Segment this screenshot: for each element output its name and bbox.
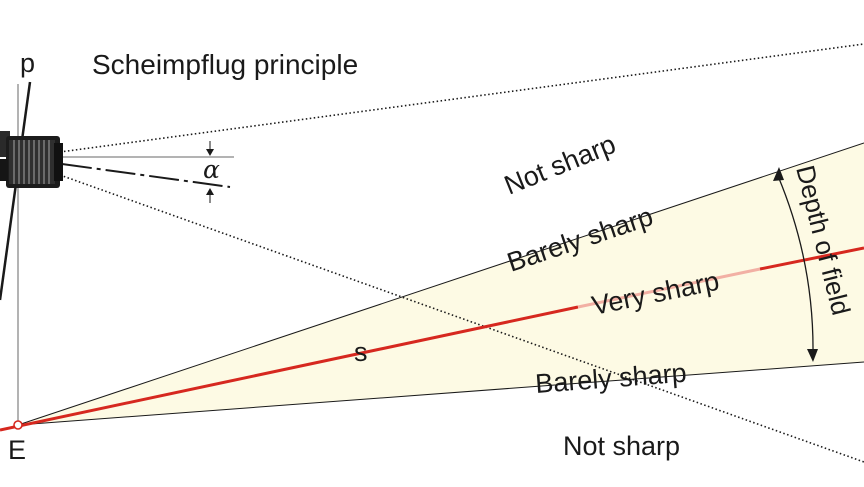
not-sharp-lower-label: Not sharp — [563, 431, 680, 461]
plane-label-p: p — [20, 48, 35, 78]
focus-line-label-s: s — [354, 337, 368, 367]
depth-of-field-arc — [777, 175, 814, 355]
tilted-plane-line — [0, 81, 32, 301]
angle-label-alpha: α — [203, 155, 220, 184]
focus-line-highlight — [577, 267, 761, 309]
camera-icon — [0, 131, 63, 188]
point-e-marker — [13, 420, 23, 430]
far-sharpness-limit-line — [17, 142, 864, 426]
tilted-optical-axis — [61, 163, 231, 188]
angle-arrows — [206, 141, 214, 203]
not-sharp-upper-label: Not sharp — [500, 129, 620, 201]
focus-line — [0, 305, 579, 432]
focus-line-end — [759, 246, 864, 271]
depth-of-field-arrow-top — [773, 167, 784, 181]
point-label-e: E — [8, 435, 26, 465]
near-sharpness-limit-line — [17, 361, 864, 426]
diagram-title: Scheimpflug principle — [92, 49, 358, 80]
upper-field-of-view-line — [59, 43, 864, 153]
depth-of-field-arrow-bottom — [807, 349, 818, 362]
